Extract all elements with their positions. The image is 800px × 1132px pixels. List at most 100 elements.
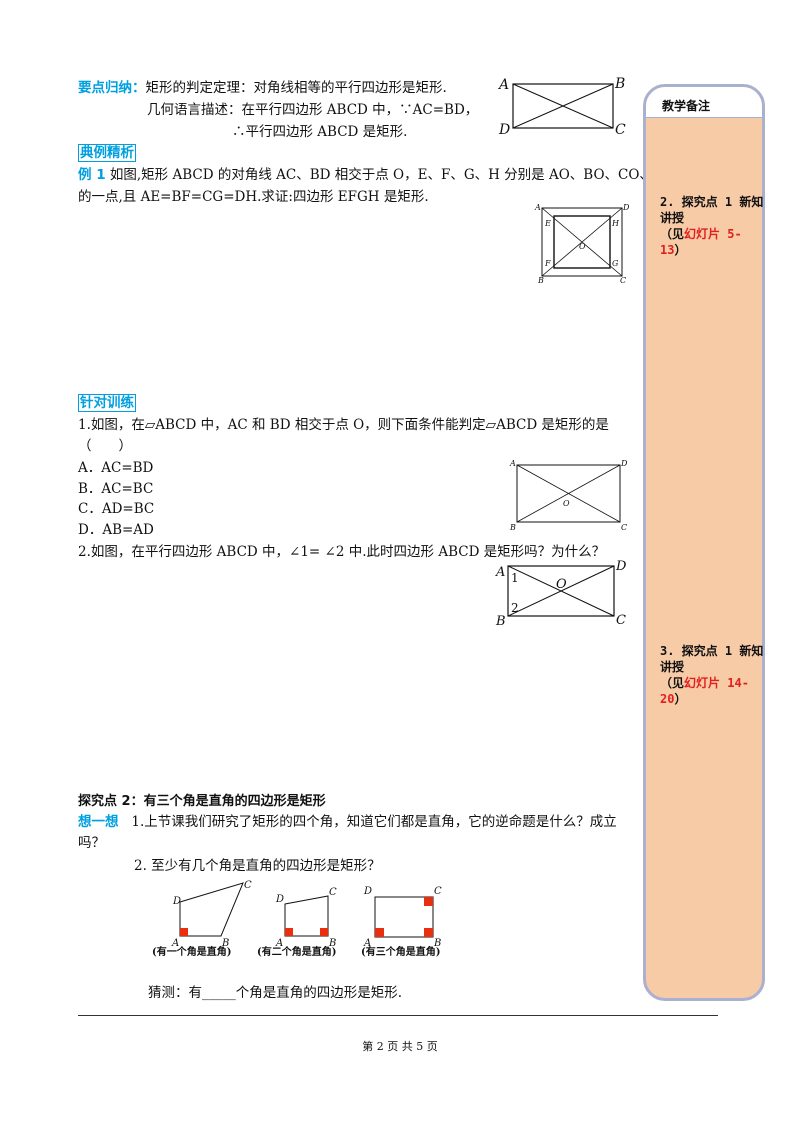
q1-lbl-c: C (621, 523, 627, 532)
example-text1: 如图,矩形 ABCD 的对角线 AC、BD 相交于点 O，E、F、G、H 分别是… (109, 167, 693, 183)
q2-angle-1: 1 (511, 571, 519, 585)
page-number: 第 2 页 共 5 页 (362, 1040, 438, 1053)
question1: 1.如图，在▱ABCD 中，AC 和 BD 相交于点 O，则下面条件能判定▱AB… (78, 417, 609, 433)
lbl-c: C (620, 276, 626, 284)
footer-rule (78, 1015, 718, 1016)
q1-lbl-a: A (509, 459, 516, 468)
think-text1: 1.上节课我们研究了矩形的四个角，知道它们都是直角，它的逆命题是什么？成立 (131, 814, 617, 830)
s3-lbl-b: B (433, 938, 441, 949)
right-angle-marker (320, 928, 328, 936)
option-b: B．AC=BC (78, 481, 154, 497)
summary-line1: 矩形的判定定理：对角线相等的平行四边形是矩形. (145, 80, 447, 96)
right-angle-marker (180, 928, 188, 936)
right-angle-marker (375, 928, 384, 937)
think-label: 想一想 (78, 814, 119, 830)
s2-lbl-b: B (328, 938, 336, 949)
s2-lbl-d: D (275, 894, 284, 905)
q2-diag-bd (507, 565, 615, 617)
lbl-o: O (579, 242, 586, 251)
quad-three-right (374, 896, 434, 938)
right-angle-marker (424, 928, 433, 937)
option-a: A．AC=BD (78, 460, 154, 476)
label-b: B (614, 76, 625, 92)
question2: 2.如图，在平行四边形 ABCD 中，∠1= ∠2 中.此时四边形 ABCD 是… (78, 544, 606, 560)
q2-lbl-b: B (495, 614, 506, 628)
practice-heading: 针对训练 (78, 394, 136, 412)
caption-three: (有三个角是直角) (361, 945, 440, 958)
s3-lbl-c: C (434, 886, 442, 897)
lbl-d: D (622, 203, 630, 212)
outer-rect (541, 207, 623, 277)
s3-lbl-d: D (363, 886, 372, 897)
label-d: D (498, 122, 510, 138)
sidebar-title: 教学备注 (662, 99, 711, 113)
q1-diag-bd (516, 464, 621, 523)
diag-bd (541, 207, 623, 277)
note2-title: 3. 探究点 1 新知讲授 (660, 644, 764, 674)
guess-line: 猜测：有_____个角是直角的四边形是矩形. (148, 985, 403, 1001)
label-c: C (615, 122, 626, 138)
example-heading: 典例精析 (78, 144, 136, 162)
s1-lbl-d: D (172, 896, 181, 907)
q1-lbl-b: B (509, 523, 516, 532)
think-line2: 吗？ (78, 835, 105, 851)
right-angle-marker (424, 897, 433, 906)
summary-line2: 几何语言描述：在平行四边形 ABCD 中，∵AC=BD， (147, 102, 479, 118)
lbl-h: H (611, 219, 620, 228)
note1-close: ） (674, 243, 687, 257)
q1-rect (516, 464, 621, 523)
inner-rect (553, 215, 611, 269)
practice-label: 针对训练 (78, 394, 136, 412)
summary-block: 要点归纳：矩形的判定定理：对角线相等的平行四边形是矩形. (78, 79, 447, 97)
rect-outline (512, 83, 614, 129)
s2-lbl-a: A (275, 938, 283, 949)
explore2-title: 探究点 2：有三个角是直角的四边形是矩形 (78, 794, 326, 809)
example-label: 典例精析 (78, 144, 136, 162)
example-line2: 的一点,且 AE=BF=CG=DH.求证:四边形 EFGH 是矩形. (78, 189, 429, 205)
q2-lbl-o: O (556, 577, 567, 592)
figure-right-angle-quads: D C A B D C A B D C A B (有一个角是直角) (有二个角是… (152, 880, 442, 958)
summary-label: 要点归纳： (78, 80, 146, 96)
lbl-b: B (537, 276, 544, 284)
label-a: A (497, 77, 509, 93)
caption-two: (有二个角是直角) (257, 945, 336, 958)
q2-rect (507, 565, 615, 617)
s2-lbl-c: C (329, 887, 337, 898)
s1-lbl-c: C (244, 880, 252, 891)
s3-lbl-a: A (363, 938, 371, 949)
q2-lbl-c: C (616, 613, 626, 628)
figure-rectangle-top: A B D C (497, 76, 626, 138)
note2-close: ） (674, 692, 687, 706)
sidebar-header: 教学备注 (646, 87, 762, 118)
note1-slides: 幻灯片 5-13 (660, 227, 742, 257)
example-number: 例 1 (78, 167, 106, 183)
caption-one: (有一个角是直角) (152, 945, 231, 958)
right-angle-marker (285, 928, 293, 936)
q2-lbl-a: A (495, 565, 505, 580)
note2-slides: 幻灯片 14-20 (660, 676, 749, 706)
option-d: D．AB=AD (78, 522, 154, 538)
quad-one-right (179, 882, 244, 937)
figure-q2: A D B C O 1 2 (495, 559, 627, 628)
figure-example: A D B C E H F G O (534, 203, 630, 284)
lbl-g: G (612, 259, 619, 268)
question1-blank: （ ） (78, 438, 132, 454)
note1-title: 2. 探究点 1 新知讲授 (660, 195, 764, 225)
sidebar-note-2: 3. 探究点 1 新知讲授 （见幻灯片 14-20） (660, 643, 764, 707)
s1-lbl-a: A (171, 938, 179, 949)
diagonal-bd (512, 83, 614, 129)
note2-open: （见 (660, 676, 685, 690)
note1-open: （见 (660, 227, 685, 241)
s1-lbl-b: B (221, 938, 229, 949)
summary-line3: ∴平行四边形 ABCD 是矩形. (232, 124, 408, 140)
q2-angle-2: 2 (511, 601, 519, 615)
lbl-e: E (544, 219, 551, 228)
q1-lbl-o: O (563, 499, 570, 508)
teaching-notes-sidebar: 教学备注 2. 探究点 1 新知讲授 （见幻灯片 5-13） 3. 探究点 1 … (643, 84, 765, 1001)
think-question2: 2. 至少有几个角是直角的四边形是矩形？ (134, 858, 381, 874)
example-line1: 例 1 如图,矩形 ABCD 的对角线 AC、BD 相交于点 O，E、F、G、H… (78, 166, 693, 184)
think-line1: 想一想 1.上节课我们研究了矩形的四个角，知道它们都是直角，它的逆命题是什么？成… (78, 813, 617, 831)
option-c: C．AD=BC (78, 501, 155, 517)
q1-lbl-d: D (620, 459, 628, 468)
figure-q1: A D B C O (509, 459, 628, 532)
